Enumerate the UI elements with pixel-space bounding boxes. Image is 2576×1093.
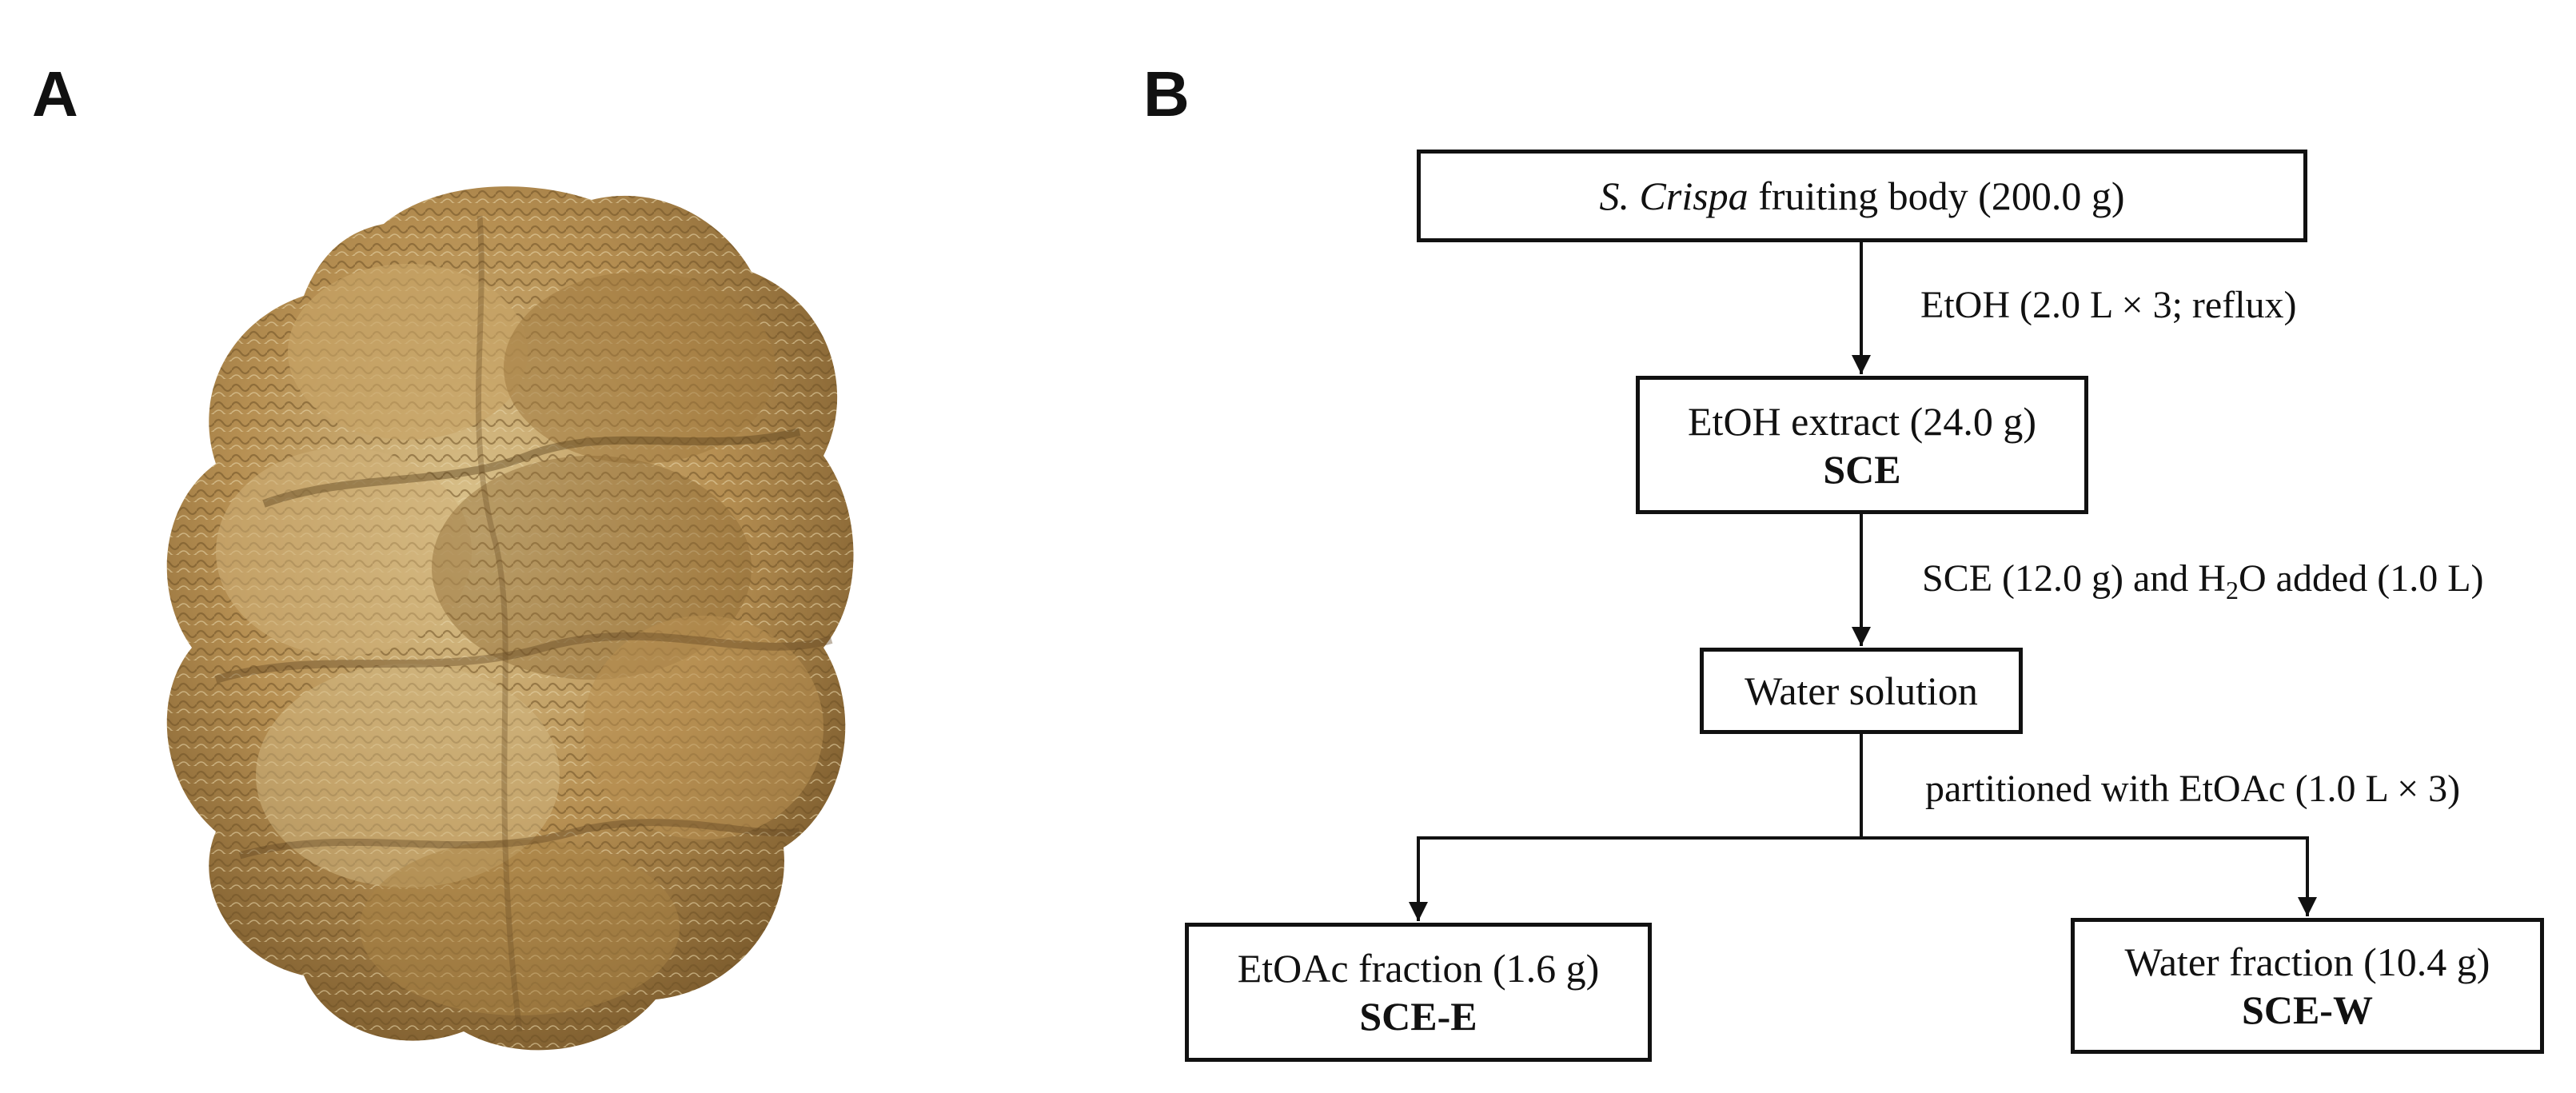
panel-label-a: A xyxy=(32,58,78,130)
fruiting-body-text: S. Crispa fruiting body (200.0 g) xyxy=(1600,172,2125,220)
box-water-solution: Water solution xyxy=(1700,648,2023,734)
water-fraction-line1: Water fraction (10.4 g) xyxy=(2124,939,2490,984)
box-etoac-fraction: EtOAc fraction (1.6 g) SCE-E xyxy=(1185,923,1652,1062)
mushroom-body xyxy=(166,186,854,1051)
fruiting-body-rest: fruiting body (200.0 g) xyxy=(1748,174,2125,218)
step-label-etoh-reflux: EtOH (2.0 L × 3; reflux) xyxy=(1920,284,2297,326)
species-name: S. Crispa xyxy=(1599,174,1749,218)
etoac-fraction-code: SCE-E xyxy=(1359,994,1477,1039)
box-fruiting-body: S. Crispa fruiting body (200.0 g) xyxy=(1417,150,2307,242)
water-fraction-code: SCE-W xyxy=(2242,987,2373,1032)
mushroom-photo xyxy=(144,168,879,1071)
step-label-partitioned: partitioned with EtOAc (1.0 L × 3) xyxy=(1925,768,2461,810)
box-water-fraction: Water fraction (10.4 g) SCE-W xyxy=(2071,918,2544,1054)
water-solution-text: Water solution xyxy=(1745,668,1978,713)
box-etoh-extract: EtOH extract (24.0 g) SCE xyxy=(1636,376,2088,514)
etoh-extract-code: SCE xyxy=(1823,446,1901,492)
step-label-water-added: SCE (12.0 g) and H2O added (1.0 L) xyxy=(1922,557,2484,604)
mushroom-illustration xyxy=(166,186,854,1051)
etoac-fraction-line1: EtOAc fraction (1.6 g) xyxy=(1237,946,1600,991)
panel-label-b: B xyxy=(1143,58,1190,130)
step2-subscript: 2 xyxy=(2225,576,2239,604)
etoh-extract-line1: EtOH extract (24.0 g) xyxy=(1688,398,2036,444)
step2-pre: SCE (12.0 g) and H xyxy=(1922,557,2226,600)
step2-post: O added (1.0 L) xyxy=(2238,557,2484,600)
